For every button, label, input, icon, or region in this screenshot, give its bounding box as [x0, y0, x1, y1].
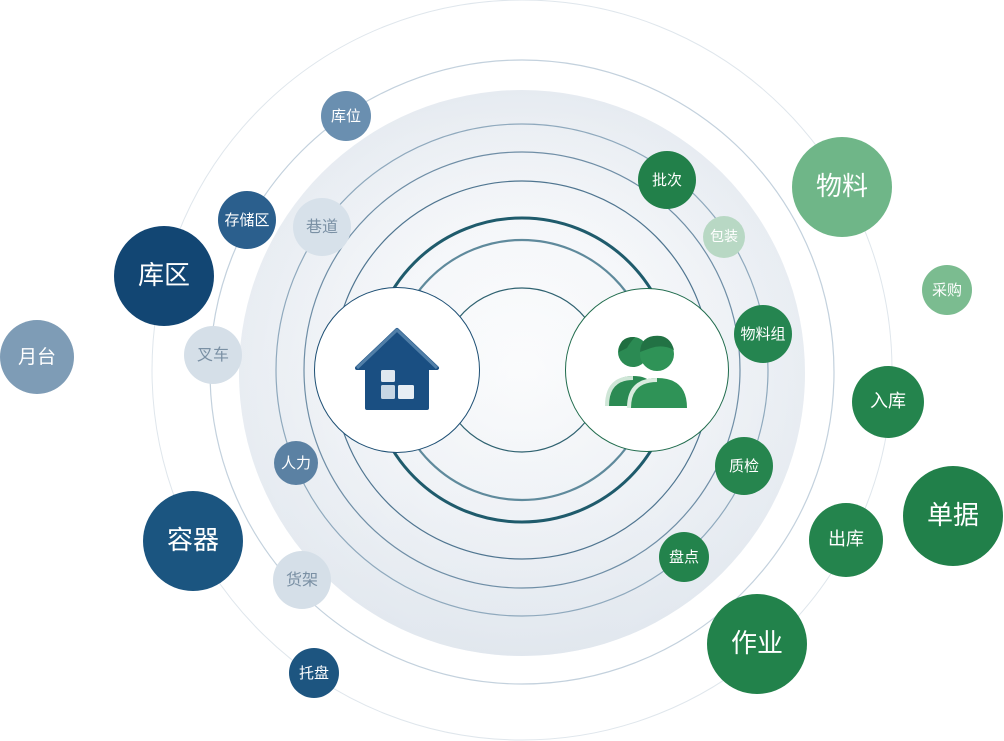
node-xiangdao: 巷道 [293, 198, 351, 256]
people-hub [565, 288, 729, 452]
node-chache: 叉车 [184, 326, 242, 384]
node-rongqi: 容器 [143, 491, 243, 591]
node-danju: 单据 [903, 466, 1003, 566]
background-shade-disc [239, 90, 805, 656]
node-label: 批次 [651, 170, 682, 189]
people-icon [605, 335, 687, 409]
node-label: 出库 [828, 529, 864, 550]
node-yuetai: 月台 [0, 320, 74, 394]
node-label: 盘点 [668, 547, 699, 566]
node-ruku: 入库 [852, 366, 924, 438]
node-label: 货架 [285, 570, 318, 589]
node-zuoye: 作业 [707, 594, 807, 694]
node-label: 入库 [870, 391, 906, 412]
node-label: 托盘 [298, 663, 329, 682]
node-label: 叉车 [196, 345, 229, 364]
node-zhijian: 质检 [715, 437, 773, 495]
node-renli: 人力 [274, 441, 318, 485]
node-huojia: 货架 [273, 551, 331, 609]
node-label: 月台 [17, 345, 56, 368]
node-cunchuqu: 存储区 [218, 191, 276, 249]
orbit-ring-4 [275, 123, 769, 617]
node-label: 采购 [931, 280, 962, 299]
node-label: 巷道 [305, 217, 338, 236]
node-wuliaozu: 物料组 [734, 305, 792, 363]
node-tuopan: 托盘 [289, 648, 339, 698]
node-label: 物料 [815, 172, 868, 202]
warehouse-icon [355, 328, 439, 410]
node-pandian: 盘点 [659, 532, 709, 582]
node-label: 容器 [166, 526, 219, 556]
node-pici: 批次 [638, 151, 696, 209]
warehouse-hub [314, 287, 480, 453]
node-label: 单据 [926, 501, 979, 531]
node-chuku: 出库 [809, 503, 883, 577]
node-kuwei: 库位 [321, 91, 371, 141]
node-caigou: 采购 [922, 265, 972, 315]
node-label: 包装 [710, 229, 738, 245]
node-label: 人力 [280, 453, 311, 472]
node-label: 存储区 [224, 210, 270, 229]
node-label: 作业 [730, 629, 783, 659]
node-wuliao: 物料 [792, 137, 892, 237]
node-label: 库位 [330, 106, 361, 125]
node-label: 库区 [137, 261, 190, 291]
node-baozhuang: 包装 [703, 216, 745, 258]
node-kuqu: 库区 [114, 226, 214, 326]
orbit-ring-3 [303, 151, 741, 589]
node-label: 物料组 [740, 324, 786, 343]
node-label: 质检 [728, 456, 759, 475]
